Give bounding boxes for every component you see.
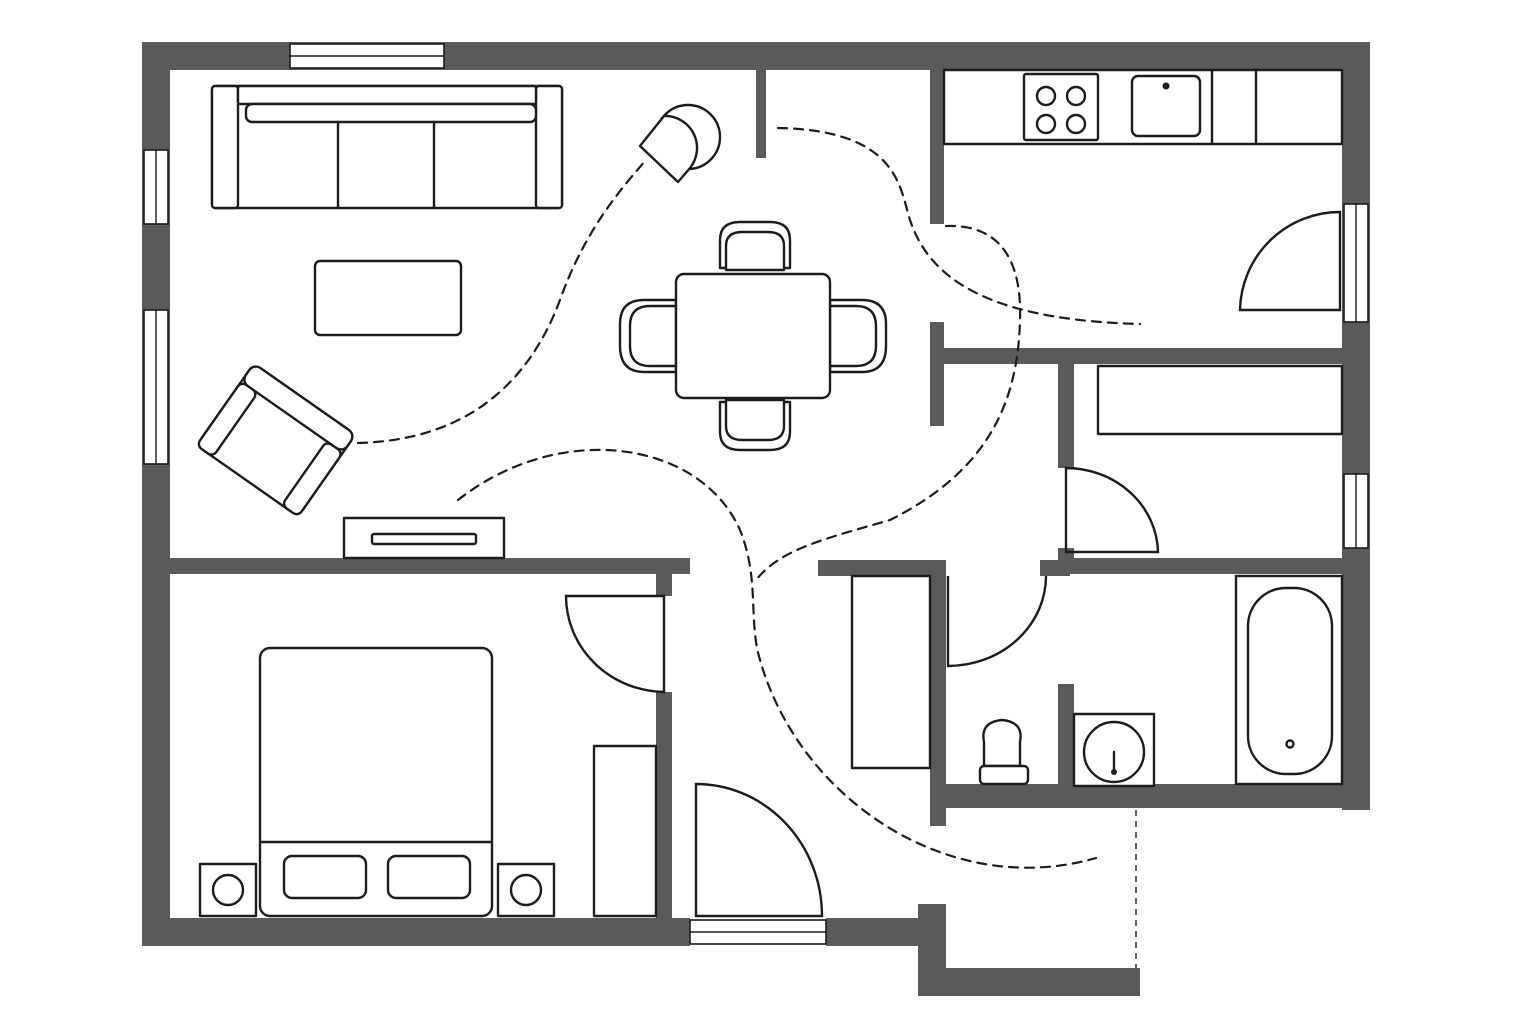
dining-table-icon: [674, 272, 832, 400]
wall-toilet-divider: [1058, 684, 1074, 794]
chair-icon: [718, 220, 792, 272]
pillow-icon: [282, 854, 368, 900]
door-entrance: [694, 782, 824, 918]
armchair-icon: [197, 365, 354, 516]
wall-living-bedroom: [170, 558, 690, 574]
washbasin-icon: [1072, 712, 1156, 788]
pillow-icon: [386, 854, 472, 900]
wall-storage-top: [818, 560, 946, 576]
sink-icon: [1130, 74, 1202, 138]
chair-icon: [618, 298, 678, 374]
wall-closet-bottom: [1058, 558, 1342, 574]
path-hall-kitchen: [776, 126, 1142, 326]
closet: [1096, 364, 1344, 436]
stove-icon: [1022, 72, 1100, 142]
kitchen: [942, 68, 1344, 146]
toilet-icon: [978, 718, 1030, 786]
doors: [564, 210, 1342, 918]
coffee-table-icon: [313, 259, 463, 337]
tv-console-icon: [342, 516, 506, 560]
shelf-icon: [1096, 364, 1344, 436]
chair-icon: [828, 298, 888, 374]
dining-area: [618, 220, 888, 452]
wall-living-stub: [756, 70, 766, 158]
windows: [143, 43, 1369, 968]
nightstand-icon: [496, 862, 556, 918]
bed-icon: [258, 646, 494, 918]
cabinet-icon: [850, 574, 932, 770]
door-kitchen: [1238, 210, 1342, 312]
path-tv-bath: [456, 448, 1098, 869]
sofa-icon: [210, 84, 564, 210]
wall-bottom-left: [142, 918, 690, 946]
nightstand-icon: [198, 862, 258, 918]
bathroom: [978, 574, 1344, 788]
chair-icon: [718, 398, 792, 452]
wall-bedroom-right: [656, 692, 672, 918]
wall-kitchen-bottom: [930, 348, 1342, 364]
wall-storage-right: [930, 560, 946, 826]
wardrobe-icon: [592, 744, 658, 918]
floor-lamp-icon: [638, 103, 722, 184]
wall-kitchen-jamb: [930, 322, 944, 426]
wall-bottom-right: [930, 784, 1370, 808]
path-armchair-lamp: [356, 158, 648, 445]
wall-right: [1342, 42, 1370, 810]
living-room: [197, 84, 722, 560]
wall-closet-left: [1058, 364, 1074, 468]
door-bedroom: [564, 594, 666, 694]
wall-bath-top: [1040, 560, 1070, 576]
door-bathroom: [946, 575, 1048, 668]
path-kitchen-loop: [754, 224, 1022, 582]
storage: [850, 574, 932, 770]
wall-entry-bottom: [918, 968, 1140, 996]
circulation-paths: [356, 126, 1142, 869]
wall-kitchen-left: [930, 70, 944, 224]
wall-bedroom-jamb: [656, 572, 672, 596]
door-closet: [1064, 466, 1160, 554]
bathtub-icon: [1246, 586, 1334, 776]
bedroom: [198, 646, 658, 918]
